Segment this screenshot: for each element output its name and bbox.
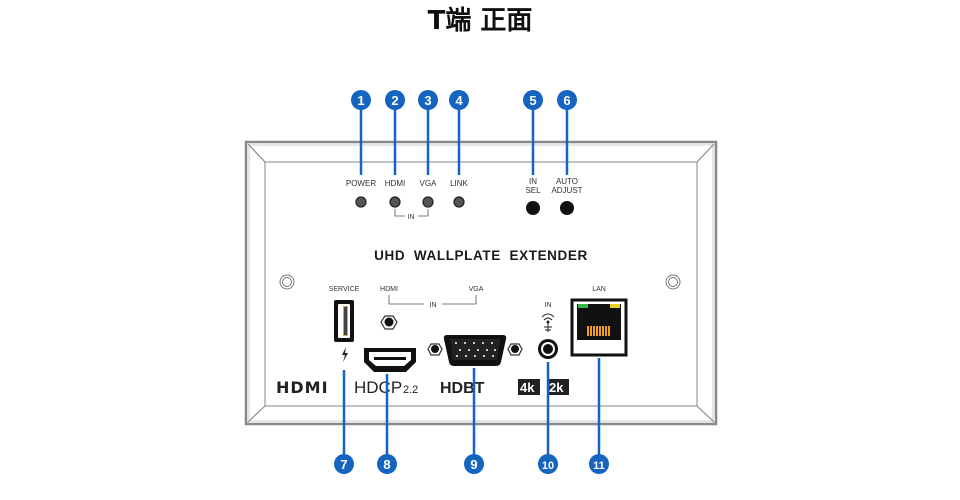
hdmi-logo: HDMI — [276, 378, 329, 397]
svg-text:4k: 4k — [520, 380, 535, 395]
hdmi-audio-jack — [380, 315, 398, 330]
callout-badge-10: 10 — [538, 454, 558, 474]
vga-screw-right — [507, 343, 523, 356]
svg-text:6: 6 — [563, 93, 570, 108]
lan-label: LAN — [592, 286, 606, 293]
callout-badge-2: 2 — [385, 90, 405, 110]
power-led — [355, 196, 367, 208]
audio-wave-icon — [541, 313, 555, 332]
wallplate-frame — [244, 140, 718, 426]
input-group-bracket — [388, 295, 477, 305]
callout-badge-6: 6 — [557, 90, 577, 110]
callout-badge-11: 11 — [589, 454, 609, 474]
callout-badge-3: 3 — [418, 90, 438, 110]
hdmi-led — [389, 196, 401, 208]
hdbaset-logo: HDBT — [440, 380, 485, 397]
callout-lines-top — [359, 108, 569, 175]
link-led — [453, 196, 465, 208]
svg-text:7: 7 — [340, 457, 347, 472]
led-label-link: LINK — [450, 179, 468, 188]
screw-hole-right — [665, 274, 681, 290]
audio-input-jack[interactable] — [538, 339, 558, 359]
callout-badge-5: 5 — [523, 90, 543, 110]
led-label-power: POWER — [346, 179, 376, 188]
in-sel-label-1: IN — [529, 177, 537, 186]
product-name: UHD WALLPLATE EXTENDER — [374, 248, 588, 263]
callout-lines-bottom — [342, 358, 601, 455]
hdcp-logo: HDCP 2.2 — [354, 378, 418, 397]
svg-text:HDBT: HDBT — [440, 380, 485, 397]
led-label-vga: VGA — [420, 179, 438, 188]
svg-text:5: 5 — [529, 93, 536, 108]
input-group-label: IN — [430, 302, 437, 309]
vga-screw-left — [427, 343, 443, 356]
svg-text:8: 8 — [383, 457, 390, 472]
screw-hole-left — [279, 274, 295, 290]
vga-led — [422, 196, 434, 208]
in-sel-label-2: SEL — [525, 186, 541, 195]
audio-in-label: IN — [545, 302, 552, 309]
svg-text:2: 2 — [391, 93, 398, 108]
in-sel-button[interactable] — [526, 201, 540, 215]
callout-badge-4: 4 — [449, 90, 469, 110]
svg-text:4: 4 — [455, 93, 463, 108]
hdmi-port-label: HDMI — [380, 286, 398, 293]
svg-text:HDMI: HDMI — [276, 378, 329, 397]
svg-text:3: 3 — [424, 93, 431, 108]
svg-text:2.2: 2.2 — [403, 384, 418, 396]
vga-port-label: VGA — [469, 286, 484, 293]
lan-port[interactable] — [570, 298, 628, 357]
led-label-hdmi: HDMI — [385, 179, 405, 188]
page-title: T端 正面 — [427, 6, 533, 36]
svg-text:10: 10 — [542, 460, 554, 472]
auto-adjust-button[interactable] — [560, 201, 574, 215]
4k2k-logo: 4k 2k — [518, 379, 569, 395]
svg-text:1: 1 — [357, 93, 364, 108]
svg-text:2k: 2k — [549, 380, 564, 395]
usb-service-port[interactable] — [334, 300, 354, 342]
svg-text:9: 9 — [470, 457, 477, 472]
auto-adjust-label-1: AUTO — [556, 177, 578, 186]
led-in-label: IN — [408, 214, 415, 221]
callout-badge-1: 1 — [351, 90, 371, 110]
led-in-bracket — [394, 209, 429, 217]
auto-adjust-label-2: ADJUST — [551, 186, 582, 195]
svg-text:11: 11 — [593, 460, 605, 472]
svg-text:HDCP: HDCP — [354, 378, 402, 397]
service-label: SERVICE — [329, 286, 360, 293]
callout-badge-7: 7 — [334, 454, 354, 474]
callout-badge-8: 8 — [377, 454, 397, 474]
lightning-icon — [342, 347, 348, 362]
callout-badge-9: 9 — [464, 454, 484, 474]
hdmi-input-port[interactable] — [364, 348, 416, 372]
vga-input-port[interactable] — [443, 335, 507, 366]
